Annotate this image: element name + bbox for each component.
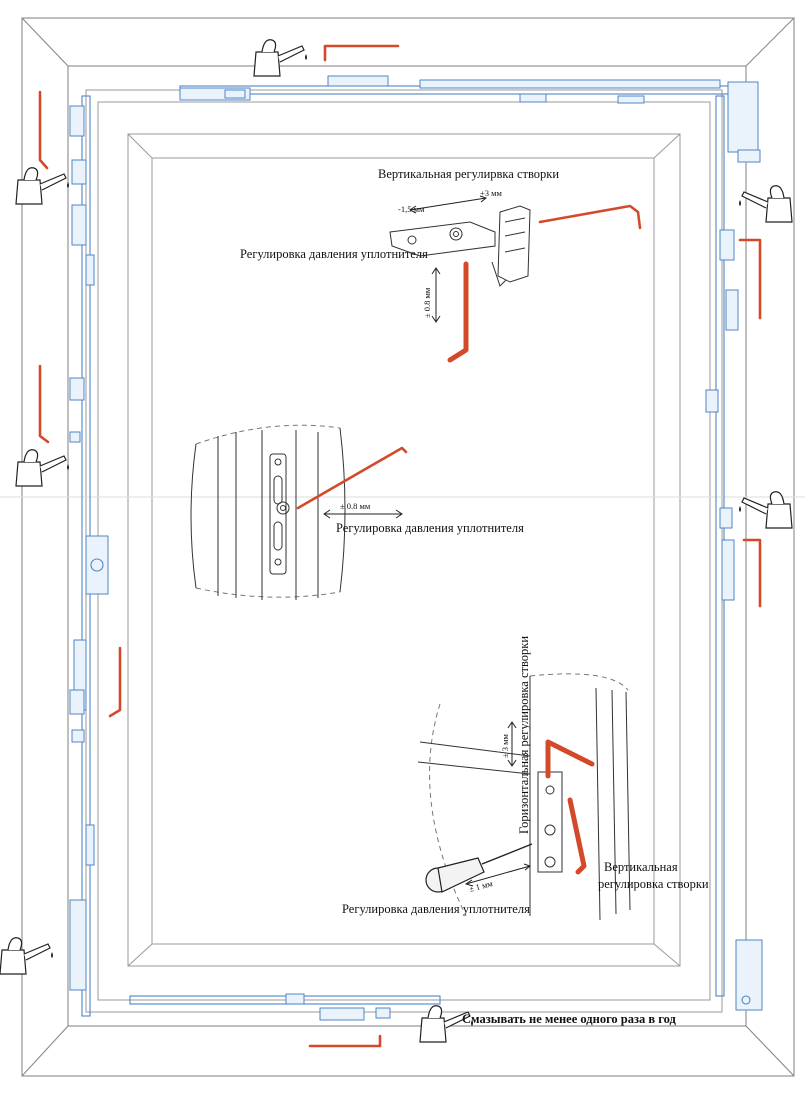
vertical-adjustment-bottom-label-line2: регулировка створки: [598, 877, 709, 891]
oil-can-icon: [739, 185, 793, 223]
pressure-middle-label: Регулировка давления уплотнителя: [336, 521, 524, 535]
lubricate-note: Смазывать не менее одного раза в год: [462, 1012, 677, 1026]
vertical-plus-label: +3 мм: [480, 188, 503, 198]
bottom-hinge-detail: [417, 673, 631, 921]
horizontal-range-label: ± 3 мм: [500, 733, 510, 758]
left-hardware-rail: [69, 95, 109, 1017]
oil-can-icon: [15, 167, 69, 205]
horizontal-adjustment-label: Горизонтальная регулировка створки: [517, 636, 531, 834]
oil-can-icon: [253, 39, 307, 77]
window-frame: [21, 17, 795, 1077]
screwdriver-icon: [425, 843, 533, 893]
vertical-minus-label: -1,5 мм: [398, 204, 425, 214]
oil-can-icon: [15, 449, 69, 487]
right-hardware-rail: [705, 81, 763, 1011]
pressure-bottom-label: Регулировка давления уплотнителя: [342, 902, 530, 916]
hex-key-icon: [38, 44, 762, 1048]
pressure-top-label: Регулировка давления уплотнителя: [240, 247, 428, 261]
sash-frame: [85, 89, 723, 1013]
oil-can-icon: [0, 937, 53, 975]
bottom-hardware-rail: [129, 993, 441, 1021]
middle-eccentric-detail: [190, 424, 408, 600]
oil-can-icon: [739, 491, 793, 529]
pressure-middle-range-label: ± 0.8 мм: [340, 501, 371, 511]
top-hinge-detail: [389, 195, 642, 363]
oil-can-icon: [419, 1005, 473, 1043]
oil-can-icon: [0, 39, 793, 1043]
vertical-adjustment-top-label: Вертикальная регулирвка створки: [378, 167, 559, 181]
pressure-top-range-label: ± 0.8 мм: [422, 287, 432, 318]
vertical-adjustment-bottom-label-line1: Вертикальная: [604, 860, 678, 874]
